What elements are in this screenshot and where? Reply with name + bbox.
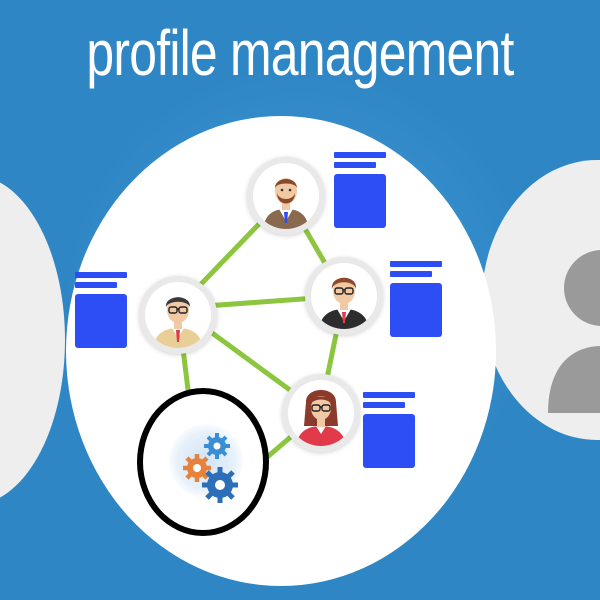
gears-icon [183,433,238,503]
man-with-beard-avatar-icon [253,163,319,229]
page-title: profile management [86,17,514,89]
man-with-glasses-and-red-tie-avatar-icon [311,263,377,329]
settings-node [137,388,269,536]
person-silhouette-icon [548,250,600,413]
woman-avatar-icon [288,380,354,446]
man-with-glasses-avatar-icon [145,282,211,348]
